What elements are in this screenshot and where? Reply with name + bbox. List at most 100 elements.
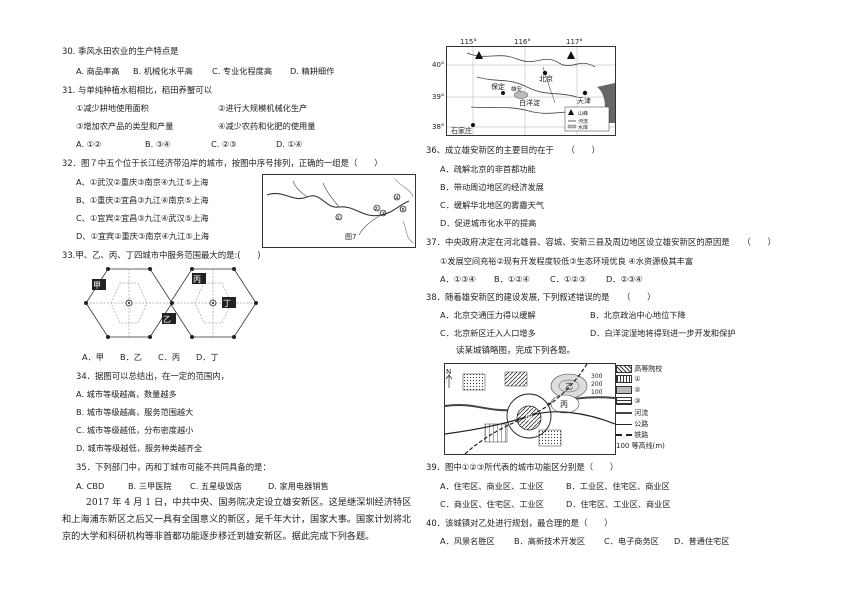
q35-opt-a: A. CBD bbox=[76, 481, 105, 491]
q36-opt-c: C．缓解华北地区的雾霾天气 bbox=[440, 200, 544, 210]
map1-place-tianjin: 天津 bbox=[577, 97, 591, 105]
q39-stem: 39．图中①②③所代表的城市功能区分别是（ ） bbox=[426, 462, 619, 472]
q36-stem: 36、成立雄安新区的主要目的在于 （ ） bbox=[426, 145, 600, 155]
town-mark-yi: 乙 bbox=[565, 382, 573, 391]
fig7-num-2: ② bbox=[373, 205, 379, 213]
q31-item-2: ②进行大规模机械化生产 bbox=[218, 103, 308, 113]
q37-opt-c: C．①②③ bbox=[550, 274, 586, 284]
town-mark-bing: 丙 bbox=[560, 400, 568, 409]
q38-opt-c: C．北京新区迁入人口增多 bbox=[440, 328, 536, 338]
q37-opt-d: D．②③④ bbox=[606, 274, 643, 284]
q35-opt-b: B. 三甲医院 bbox=[128, 481, 172, 491]
map1-lon-115: 115° bbox=[460, 38, 477, 46]
fig7-num-1: ① bbox=[335, 214, 341, 222]
q31-item-3: ③增加农产品的类型和产量 bbox=[76, 121, 174, 131]
town-legend: 高等院校 ① ② ③ 河流 公路 铁路 100 等高线(m) bbox=[616, 364, 676, 454]
map1-lat-38: 38° bbox=[432, 123, 445, 131]
map1-place-baoding: 保定 bbox=[491, 82, 505, 91]
q39-opt-b: B．工业区、住宅区、商业区 bbox=[566, 481, 670, 491]
q35-opt-c: C. 五星级饭店 bbox=[190, 481, 242, 491]
q33-opt-b: B．乙 bbox=[120, 352, 142, 362]
q39-opt-c: C．商业区、住宅区、工业区 bbox=[440, 499, 544, 509]
contour-300: 300 bbox=[591, 373, 603, 380]
q30-stem: 30. 季风水田农业的生产特点是 bbox=[62, 46, 179, 56]
q30-opt-d: D. 精耕细作 bbox=[290, 66, 335, 76]
q31-item-4: ④减少农药和化肥的使用量 bbox=[218, 121, 316, 131]
legend-zone-1: ① bbox=[634, 375, 641, 383]
q32-stem: 32．图７中五个位于长江经济带沿岸的城市，按图中序号排列，正确的一组是（ ） bbox=[62, 158, 383, 168]
map1-legend-peak: 山峰 bbox=[578, 110, 588, 117]
q34-opt-b: B. 城市等级越高，服务范围越大 bbox=[76, 407, 194, 417]
q36-opt-a: A．疏解北京的非首都功能 bbox=[440, 164, 536, 174]
q33-stem: 33.甲、乙、丙、丁四城市中服务范围最大的是:( ) bbox=[62, 250, 261, 260]
q34-opt-c: C. 城市等级越低，分布密度越小 bbox=[76, 425, 194, 435]
fig7-num-4: ④ bbox=[394, 194, 400, 202]
q32-opt-c: C、①宜宾②宜昌③九江④武汉⑤上海 bbox=[76, 213, 209, 223]
q38-opt-d: D．白洋淀湿地将得到进一步开发和保护 bbox=[590, 328, 736, 338]
map1-lat-39: 39° bbox=[432, 93, 445, 101]
q31-stem: 31. 与单纯种植水稻相比，稻田养蟹可以 bbox=[62, 85, 212, 95]
legend-railway: 铁路 bbox=[634, 431, 649, 439]
map1-legend-river: 河流 bbox=[578, 118, 588, 125]
hex-label-bing: 丙 bbox=[193, 275, 201, 284]
q32-opt-d: D、①宜宾②重庆③南京④九江⑤上海 bbox=[76, 231, 210, 241]
q30-opt-c: C. 专业化程度高 bbox=[212, 66, 273, 76]
map1-place-baiyangdian: 白洋淀 bbox=[519, 98, 540, 107]
q31-opt-a: A. ①② bbox=[76, 139, 102, 149]
q31-opt-d: D. ①④ bbox=[276, 139, 303, 149]
q40-opt-c: C．电子商务区 bbox=[604, 536, 659, 546]
q33-opt-c: C．丙 bbox=[158, 352, 181, 362]
q37-opt-b: B．①②④ bbox=[494, 274, 530, 284]
q33-opt-d: D．丁 bbox=[196, 352, 219, 362]
map1-lat-40: 40° bbox=[432, 61, 445, 69]
q31-item-1: ①减少耕地使用面积 bbox=[76, 103, 149, 113]
q36-opt-b: B．带动周边地区的经济发展 bbox=[440, 182, 544, 192]
q32-opt-a: A、①武汉②重庆③南京④九江⑤上海 bbox=[76, 177, 209, 187]
q33-opt-a: A．甲 bbox=[82, 352, 104, 362]
q32-opt-b: B、①重庆②宜昌③九江④南京⑤上海 bbox=[76, 195, 209, 205]
legend-zone-3: ③ bbox=[634, 397, 641, 405]
xiongan-intro: 2017 年 4 月 1 日，中共中央、国务院决定设立雄安新区。这是继深圳经济特… bbox=[62, 497, 412, 542]
q37-opt-a: A．①③④ bbox=[440, 274, 476, 284]
fig7-label: 图7 bbox=[345, 233, 356, 241]
q40-opt-d: D．普通住宅区 bbox=[674, 536, 730, 546]
q38-opt-b: B．北京政治中心地位下降 bbox=[590, 310, 686, 320]
map1-lon-116: 116° bbox=[514, 38, 531, 46]
town-map-figure: N 乙 丙 甲 300 200 100 bbox=[444, 363, 616, 455]
q31-opt-c: C. ②③ bbox=[211, 139, 237, 149]
map1-place-beijing: 北京 bbox=[539, 74, 553, 83]
contour-100: 100 bbox=[591, 389, 603, 396]
q39-opt-d: D．住宅区、工业区、商业区 bbox=[566, 499, 671, 509]
q38-stem: 38．随着雄安新区的建设发展, 下列叙述错误的是 （ ） bbox=[426, 292, 656, 302]
legend-road: 公路 bbox=[634, 420, 649, 428]
q38-opt-a: A．北京交通压力得以缓解 bbox=[440, 310, 536, 320]
q35-stem: 35．下列部门中，丙和丁城市可能不共同具备的是： bbox=[76, 462, 271, 472]
map1-place-shijiazhuang: 石家庄 bbox=[451, 126, 472, 135]
hexagon-diagram: 甲 乙 丙 丁 bbox=[80, 265, 280, 345]
town-north: N bbox=[446, 368, 451, 376]
fig7-num-5: ⑤ bbox=[400, 206, 406, 214]
q34-opt-d: D. 城市等级越低，服务种类越齐全 bbox=[76, 443, 203, 453]
map1-place-xiongan: 雄安 bbox=[511, 85, 523, 93]
hex-label-yi: 乙 bbox=[163, 315, 171, 324]
contour-200: 200 bbox=[591, 381, 603, 388]
q40-opt-b: B．高新技术开发区 bbox=[514, 536, 586, 546]
yangtze-map-figure: ① ② ③ ④ ⑤ 图7 bbox=[262, 174, 416, 248]
q34-stem: 34．据图可以总结出，在一定的范围内， bbox=[76, 371, 230, 381]
read-instruction: 读某城镇略图，完成下列各题。 bbox=[456, 346, 576, 356]
q35-opt-d: D. 家用电器销售 bbox=[268, 481, 329, 491]
hex-label-ding: 丁 bbox=[223, 299, 231, 308]
map1-lon-117: 117° bbox=[566, 38, 583, 46]
q30-opt-b: B. 机械化水平高 bbox=[133, 66, 193, 76]
q34-opt-a: A. 城市等级越高，数量越多 bbox=[76, 389, 177, 399]
q40-stem: 40．该城镇对乙处进行规划，最合理的是（ ） bbox=[426, 518, 613, 528]
map1-legend-reservoir: 水库 bbox=[578, 124, 588, 131]
q31-opt-b: B. ③④ bbox=[145, 139, 171, 149]
hex-label-jia: 甲 bbox=[93, 281, 101, 290]
fig7-num-3: ③ bbox=[380, 210, 386, 218]
q40-opt-a: A．风景名胜区 bbox=[440, 536, 495, 546]
q39-opt-a: A．住宅区、商业区、工业区 bbox=[440, 481, 544, 491]
legend-river: 河流 bbox=[634, 409, 649, 417]
town-mark-jia: 甲 bbox=[525, 414, 533, 423]
legend-college: 高等院校 bbox=[634, 365, 663, 373]
